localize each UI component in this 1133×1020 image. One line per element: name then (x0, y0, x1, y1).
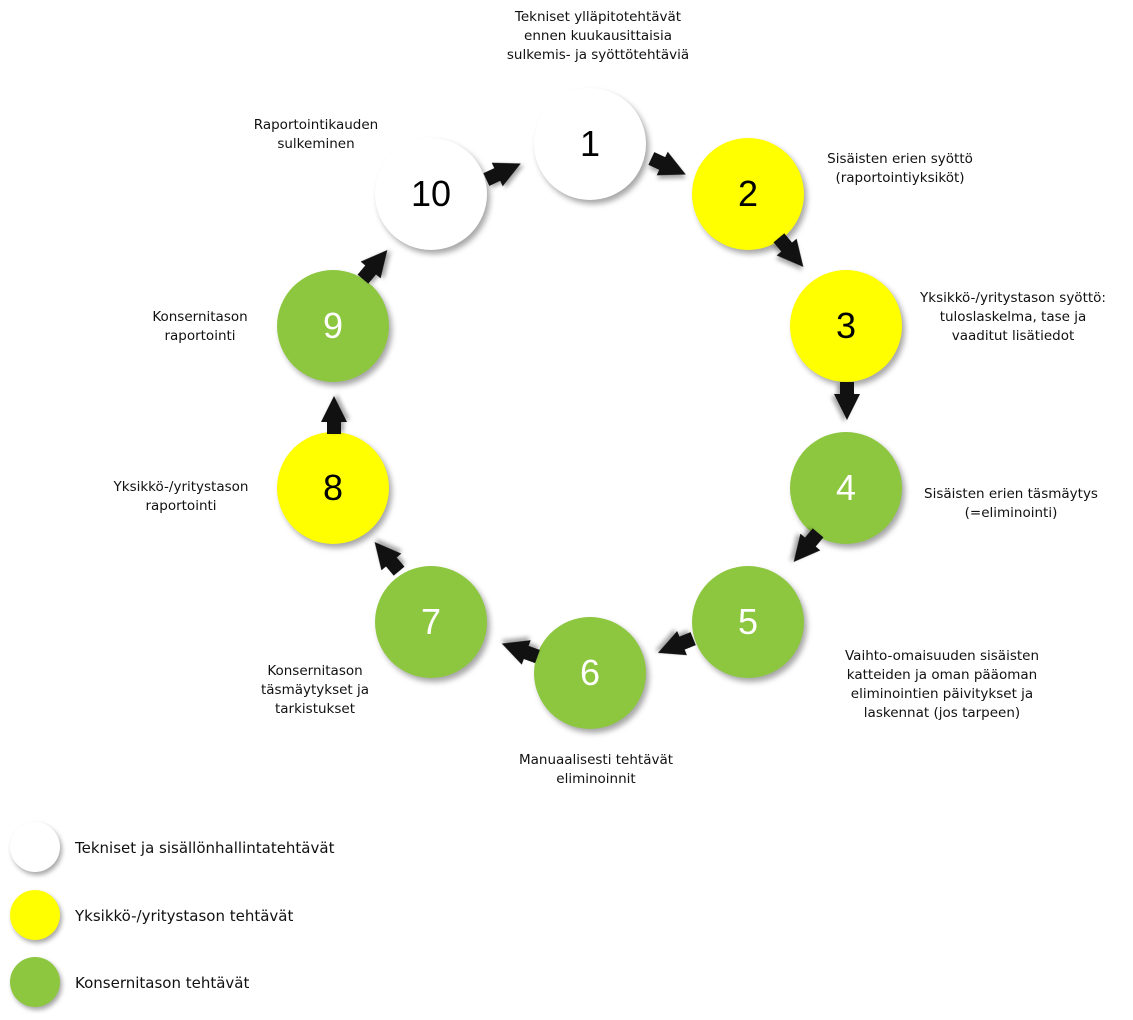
step-8-circle: 8 (277, 432, 389, 544)
step-3-number: 3 (835, 305, 857, 346)
step-5-label: Vaihto-omaisuuden sisäisten katteiden ja… (844, 648, 1040, 721)
legend-technical-text: Tekniset ja sisällönhallintatehtävät (75, 839, 335, 857)
step-1-label: Tekniset ylläpitotehtävät ennen kuukausi… (506, 9, 690, 63)
step-3-circle: 3 (790, 270, 902, 382)
arrow-7-to-8 (364, 533, 402, 571)
step-4-number: 4 (835, 467, 857, 508)
step-10-number: 10 (410, 173, 452, 214)
legend-group-text: Konsernitason tehtävät (75, 974, 250, 992)
arrow-8-to-9 (321, 396, 347, 422)
legend-unit-swatch (10, 890, 60, 940)
step-6-label: Manuaalisesti tehtävät eliminoinnit (518, 752, 674, 787)
arrow-1-to-2 (656, 151, 692, 187)
step-1-number: 1 (579, 123, 601, 164)
step-10-label: Raportointikauden sulkeminen (253, 117, 379, 152)
step-6-circle: 6 (534, 617, 646, 729)
arrow-10-to-1 (491, 151, 527, 187)
legend-group-swatch (10, 957, 60, 1007)
step-8-number: 8 (322, 467, 344, 508)
step-10-circle: 10 (375, 138, 487, 250)
step-5-number: 5 (737, 601, 759, 642)
step-4-circle: 4 (790, 432, 902, 544)
step-1-circle: 1 (534, 88, 646, 200)
step-9-number: 9 (322, 305, 344, 346)
step-5-circle: 5 (692, 566, 804, 678)
step-7-number: 7 (420, 601, 442, 642)
legend-unit-text: Yksikkö-/yritystason tehtävät (75, 907, 294, 925)
arrow-9-to-10 (360, 241, 398, 279)
arrow-6-to-7 (497, 631, 531, 665)
arrow-3-to-4 (834, 394, 860, 420)
legend-technical-swatch (10, 822, 60, 872)
arrow-4-to-5 (783, 533, 821, 571)
step-2-label: Sisäisten erien syöttö (raportointiyksik… (827, 151, 973, 186)
step-7-label: Konsernitason täsmäytykset ja tarkistuks… (260, 663, 370, 717)
step-2-circle: 2 (692, 138, 804, 250)
step-2-number: 2 (737, 173, 759, 214)
step-7-circle: 7 (375, 566, 487, 678)
step-4-label: Sisäisten erien täsmäytys (=eliminointi) (924, 486, 1098, 521)
arrow-2-to-3 (776, 238, 814, 276)
arrow-5-to-6 (653, 631, 687, 665)
step-3-label: Yksikkö-/yritystason syöttö: tuloslaskel… (920, 290, 1106, 344)
step-9-circle: 9 (277, 270, 389, 382)
step-6-number: 6 (579, 652, 601, 693)
step-9-label: Konsernitason raportointi (152, 309, 248, 344)
step-8-label: Yksikkö-/yritystason raportointi (113, 479, 249, 514)
